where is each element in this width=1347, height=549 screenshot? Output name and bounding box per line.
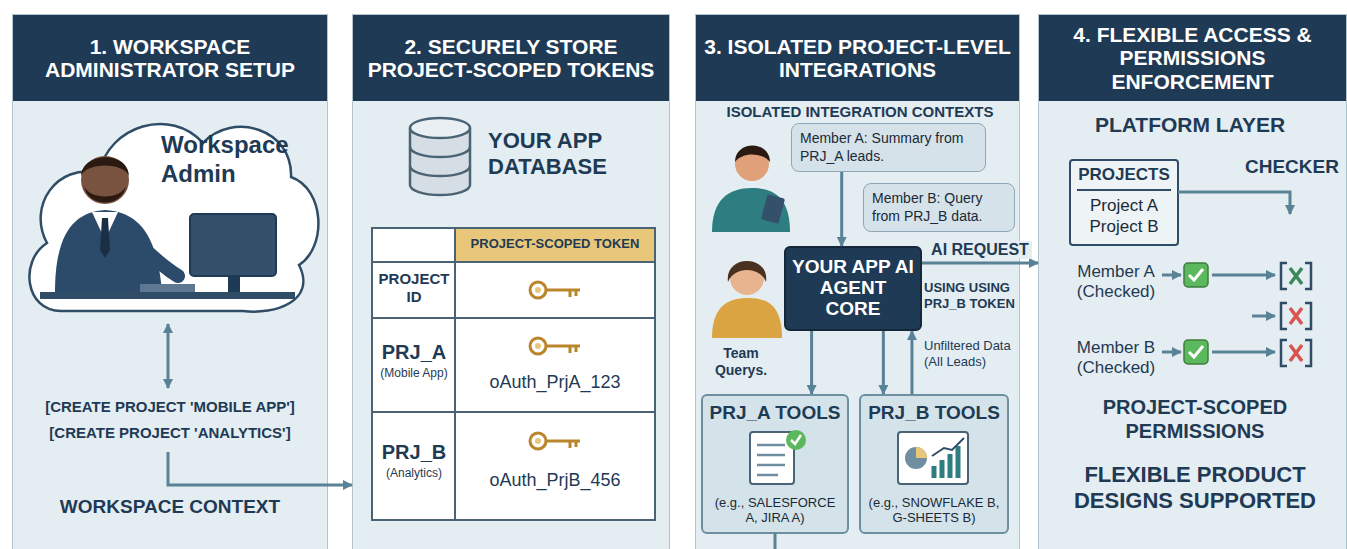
- speech-bubble: Member B: Query from PRJ_B data.: [863, 183, 1015, 232]
- table-cell: PRJ_A: [374, 340, 454, 364]
- table-cell: (Analytics): [374, 466, 454, 480]
- command-text: [CREATE PROJECT 'MOBILE APP']: [20, 398, 320, 416]
- tools-box: PRJ_A TOOLS (e.g., SALESFORCE A, JIRA A): [701, 394, 849, 534]
- tools-box: PRJ_B TOOLS (e.g., SNOWFLAKE B, G-SHEETS …: [859, 394, 1009, 534]
- node-heading: YOUR APP AI AGENT CORE: [792, 257, 914, 320]
- projects-box: PROJECTSProject A Project B: [1069, 159, 1179, 246]
- node-heading: 1. WORKSPACE ADMINISTRATOR SETUP: [13, 15, 327, 101]
- layer-label: PLATFORM LAYER: [1060, 112, 1320, 137]
- table-cell: (Mobile App): [374, 366, 454, 380]
- table-cell: PROJECT ID: [374, 270, 454, 306]
- edge-note: USING USING PRJ_B TOKEN: [924, 280, 1018, 311]
- node-heading: 3. ISOLATED PROJECT-LEVEL INTEGRATIONS: [696, 15, 1019, 101]
- node-body: Project A Project B: [1077, 191, 1171, 238]
- node-heading: PRJ_B TOOLS: [867, 402, 1001, 425]
- db-label: YOUR APP DATABASE: [488, 128, 663, 181]
- step-panel: 1. WORKSPACE ADMINISTRATOR SETUP Workspac…: [12, 14, 328, 549]
- caption-label: PROJECT-SCOPED PERMISSIONS: [1060, 395, 1330, 443]
- cloud-path: [29, 124, 318, 312]
- section-label: ISOLATED INTEGRATION CONTEXTS: [705, 103, 1015, 121]
- token-cell: oAuth_PrjB_456: [457, 470, 653, 492]
- node-body: (e.g., SNOWFLAKE B, G-SHEETS B): [867, 495, 1001, 526]
- command-text: [CREATE PROJECT 'ANALYTICS']: [20, 424, 320, 442]
- node-heading: Workspace Admin: [161, 131, 313, 189]
- node-heading: PRJ_A TOOLS: [709, 402, 841, 425]
- node-heading: 4. FLEXIBLE ACCESS & PERMISSIONS ENFORCE…: [1039, 15, 1346, 101]
- edge-label: AI REQUEST: [928, 241, 1032, 259]
- table-header: PROJECT-SCOPED TOKEN: [457, 236, 653, 252]
- member-label: Member B (Checked): [1066, 338, 1166, 379]
- speech-bubble: Member A: Summary from PRJ_A leads.: [791, 123, 986, 172]
- node-heading: Member B: Query from PRJ_B data.: [872, 190, 1006, 225]
- figure-label: Team Querys.: [700, 345, 782, 379]
- token-cell: oAuth_PrjA_123: [457, 372, 653, 394]
- checker-label: CHECKER: [1245, 156, 1340, 179]
- admin-cloud: Workspace Admin: [21, 101, 321, 316]
- connector-arrow: [328, 484, 352, 487]
- node-body: (e.g., SALESFORCE A, JIRA A): [709, 495, 841, 526]
- context-label: WORKSPACE CONTEXT: [40, 496, 300, 519]
- member-label: Member A (Checked): [1066, 262, 1166, 303]
- node-heading: Member A: Summary from PRJ_A leads.: [800, 130, 977, 165]
- agent-core-box: YOUR APP AI AGENT CORE: [784, 246, 922, 331]
- node-heading: PROJECTS: [1077, 161, 1171, 191]
- node-heading: 2. SECURELY STORE PROJECT-SCOPED TOKENS: [353, 15, 669, 101]
- table-cell: PRJ_B: [374, 440, 454, 464]
- caption-label: FLEXIBLE PRODUCT DESIGNS SUPPORTED: [1050, 462, 1340, 515]
- edge-note: Unfiltered Data (All Leads): [924, 338, 1018, 369]
